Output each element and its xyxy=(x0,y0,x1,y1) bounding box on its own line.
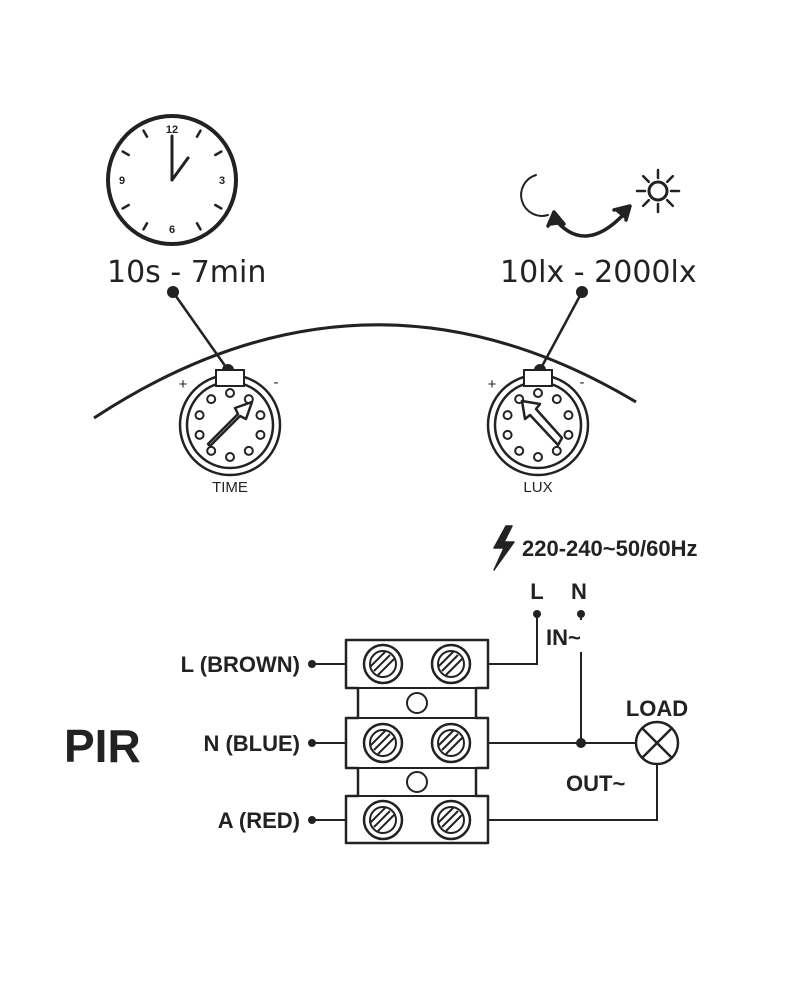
knob-dot xyxy=(551,445,562,456)
knob-dot xyxy=(502,429,513,440)
sun-icon xyxy=(635,168,681,214)
terminal-screw xyxy=(430,722,472,764)
knob-dot xyxy=(255,429,266,440)
time-knob-label: TIME xyxy=(212,479,248,496)
clock-numeral-9: 9 xyxy=(119,175,125,187)
terminal-screw xyxy=(430,799,472,841)
knob-dot xyxy=(243,445,254,456)
pir-label: PIR xyxy=(64,720,141,772)
lux-range-label: 10lx - 2000lx xyxy=(500,255,697,290)
sun-ray xyxy=(641,174,651,184)
knob-dot xyxy=(563,429,574,440)
sun-ray xyxy=(665,198,675,208)
lux-knob[interactable] xyxy=(486,369,590,477)
time-range-label: 10s - 7min xyxy=(107,255,266,290)
wire-label-red: A (RED) xyxy=(218,808,300,833)
knob-dot xyxy=(206,445,217,456)
knob-dot xyxy=(206,394,217,405)
clock-tick xyxy=(214,150,223,157)
lux-plus-sign: + xyxy=(488,376,497,393)
sun-ray xyxy=(641,198,651,208)
knob-dot xyxy=(194,410,205,421)
terminal-block xyxy=(344,638,490,845)
lux-minus-sign: - xyxy=(580,374,585,391)
clock-numeral-3: 3 xyxy=(219,175,225,187)
supply-voltage-label: 220-240~50/60Hz xyxy=(522,536,698,561)
clock-icon: 12 3 6 9 xyxy=(106,114,238,246)
terminal-hole xyxy=(406,692,428,714)
clock-numeral-6: 6 xyxy=(169,224,175,236)
knob-dot xyxy=(563,410,574,421)
sun-ray xyxy=(665,174,675,184)
clock-tick xyxy=(214,203,223,210)
clock-tick xyxy=(142,222,149,231)
terminal-screw xyxy=(430,643,472,685)
input-label: IN~ xyxy=(546,625,581,650)
terminal-screw xyxy=(362,799,404,841)
terminal-screw xyxy=(362,643,404,685)
knob-dot xyxy=(194,429,205,440)
knob-dot xyxy=(551,394,562,405)
lightning-icon xyxy=(493,525,515,571)
time-plus-sign: + xyxy=(179,376,188,393)
knob-dot xyxy=(533,388,543,398)
clock-numeral-12: 12 xyxy=(166,124,178,136)
clock-tick xyxy=(121,150,130,157)
double-arrow-icon xyxy=(546,204,632,238)
line-input-label: L xyxy=(530,579,543,604)
clock-tick xyxy=(121,203,130,210)
time-knob[interactable] xyxy=(178,369,282,477)
knob-dot xyxy=(502,410,513,421)
lamp-icon xyxy=(634,720,680,766)
terminal-screw xyxy=(362,722,404,764)
clock-tick xyxy=(195,222,202,231)
knob-dot xyxy=(225,452,235,462)
clock-tick xyxy=(142,129,149,138)
knob-dot xyxy=(255,410,266,421)
neutral-input-label: N xyxy=(571,579,587,604)
sensor-housing-arc xyxy=(93,323,637,420)
lux-knob-label: LUX xyxy=(523,479,552,496)
load-label: LOAD xyxy=(626,696,688,721)
terminal-hole xyxy=(406,771,428,793)
knob-dot xyxy=(225,388,235,398)
clock-tick xyxy=(195,129,202,138)
knob-dot xyxy=(533,452,543,462)
time-minus-sign: - xyxy=(274,374,279,391)
output-label: OUT~ xyxy=(566,771,625,796)
knob-dot xyxy=(514,445,525,456)
moon-icon xyxy=(520,174,549,217)
wire-label-blue: N (BLUE) xyxy=(203,731,300,756)
wire-label-brown: L (BROWN) xyxy=(181,652,300,677)
wiring xyxy=(308,610,658,824)
